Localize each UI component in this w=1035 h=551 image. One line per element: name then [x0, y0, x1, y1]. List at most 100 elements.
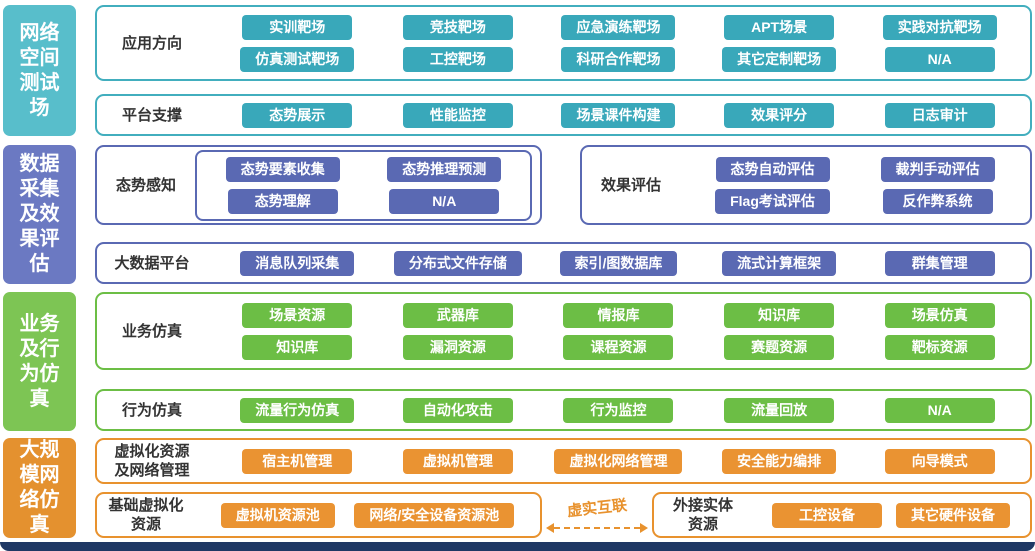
- node-grid: 工控设备 其它硬件设备: [752, 502, 1030, 528]
- diagram-node: 实训靶场: [242, 14, 353, 40]
- diagram-node: 态势要素收集: [225, 156, 340, 182]
- diagram-node: 虚拟机管理: [402, 448, 513, 474]
- diagram-node: 场景仿真: [884, 302, 995, 328]
- section-label: 行为仿真: [121, 401, 182, 419]
- diagram-node: 自动化攻击: [402, 397, 513, 423]
- diagram-node: 场景资源: [242, 302, 353, 328]
- section-external-physical-resources: 外接实体 资源 工控设备 其它硬件设备: [652, 492, 1032, 538]
- section-application-direction: 应用方向 实训靶场 竞技靶场 应急演练靶场 APT场景 实践对抗靶场 仿真测试靶…: [95, 5, 1032, 81]
- section-label: 效果评估: [600, 176, 661, 194]
- diagram-node: 态势自动评估: [715, 156, 830, 182]
- diagram-node: 流量回放: [724, 397, 835, 423]
- node-grid: 虚拟机资源池 网络/安全设备资源池: [195, 502, 540, 528]
- diagram-node: 宿主机管理: [242, 448, 353, 474]
- diagram-node: 流式计算框架: [722, 250, 837, 276]
- diagram-node: 性能监控: [402, 102, 513, 128]
- node-grid: 消息队列采集 分布式文件存储 索引/图数据库 流式计算框架 群集管理: [207, 246, 1030, 281]
- diagram-node: 其它定制靶场: [722, 46, 837, 72]
- section-label: 态势感知: [115, 176, 176, 194]
- band-label-large-scale-network-simulation: 大规 模网 络仿 真: [3, 438, 76, 538]
- band-content: 虚拟化资源 及网络管理 宿主机管理 虚拟机管理 虚拟化网络管理 安全能力编排 向…: [95, 438, 1032, 538]
- arrowhead-left-icon: [546, 523, 554, 533]
- diagram-node: 态势推理预测: [387, 156, 502, 182]
- diagram-node: Flag考试评估: [715, 188, 830, 214]
- section-platform-support: 平台支撑 态势展示 性能监控 场景课件构建 效果评分 日志审计: [95, 94, 1032, 136]
- diagram-node: 情报库: [563, 302, 674, 328]
- dashed-line: [554, 527, 640, 529]
- diagram-node: 群集管理: [884, 250, 995, 276]
- band-label-data-collection-evaluation: 数据 采集 及效 果评 估: [3, 145, 76, 284]
- diagram-node: 知识库: [242, 334, 353, 360]
- band-large-scale-network-simulation: 大规 模网 络仿 真 虚拟化资源 及网络管理 宿主机管理 虚拟机管理 虚拟化网络…: [3, 438, 1032, 538]
- diagram-node: 虚拟机资源池: [220, 502, 335, 528]
- diagram-node: 赛题资源: [724, 334, 835, 360]
- section-label: 应用方向: [121, 34, 182, 52]
- diagram-node: 漏洞资源: [402, 334, 513, 360]
- band-content: 应用方向 实训靶场 竞技靶场 应急演练靶场 APT场景 实践对抗靶场 仿真测试靶…: [95, 5, 1032, 136]
- diagram-node: 安全能力编排: [722, 448, 837, 474]
- section-bigdata-platform: 大数据平台 消息队列采集 分布式文件存储 索引/图数据库 流式计算框架 群集管理: [95, 242, 1032, 284]
- diagram-node: 态势理解: [227, 188, 338, 214]
- diagram-node: 科研合作靶场: [561, 46, 676, 72]
- diagram-node: 虚拟化网络管理: [554, 448, 683, 474]
- diagram-node: 仿真测试靶场: [240, 46, 355, 72]
- diagram-node: 分布式文件存储: [393, 250, 522, 276]
- diagram-node: 裁判手动评估: [880, 156, 995, 182]
- virtual-physical-link: 虚实互联: [542, 492, 652, 538]
- band-data-collection-evaluation: 数据 采集 及效 果评 估 态势感知 态势要素收集 态势推理预测 态势理解 N/…: [3, 145, 1032, 284]
- inner-node-grid: 态势要素收集 态势推理预测 态势理解 N/A: [195, 149, 532, 221]
- diagram-node: N/A: [389, 188, 500, 214]
- bottom-row: 基础虚拟化 资源 虚拟机资源池 网络/安全设备资源池 虚实互联 外接实体: [95, 492, 1032, 538]
- diagram-node: 行为监控: [563, 397, 674, 423]
- band-content: 态势感知 态势要素收集 态势推理预测 态势理解 N/A 效果评估 态势自动评估 …: [95, 145, 1032, 284]
- node-grid: 实训靶场 竞技靶场 应急演练靶场 APT场景 实践对抗靶场 仿真测试靶场 工控靶…: [207, 10, 1030, 77]
- band-business-behavior-simulation: 业务 及行 为仿 真 业务仿真 场景资源 武器库 情报库 知识库 场景仿真 知识…: [3, 292, 1032, 431]
- diagram-node: 索引/图数据库: [559, 250, 678, 276]
- band-content: 业务仿真 场景资源 武器库 情报库 知识库 场景仿真 知识库 漏洞资源 课程资源…: [95, 292, 1032, 431]
- node-grid: 场景资源 武器库 情报库 知识库 场景仿真 知识库 漏洞资源 课程资源 赛题资源…: [207, 298, 1030, 365]
- diagram-node: 课程资源: [563, 334, 674, 360]
- diagram-node: 网络/安全设备资源池: [354, 502, 515, 528]
- node-grid: 态势自动评估 裁判手动评估 Flag考试评估 反作弊系统: [680, 152, 1030, 219]
- diagram-node: 流量行为仿真: [240, 397, 355, 423]
- section-virtualization-management: 虚拟化资源 及网络管理 宿主机管理 虚拟机管理 虚拟化网络管理 安全能力编排 向…: [95, 438, 1032, 484]
- diagram-node: 应急演练靶场: [561, 14, 676, 40]
- node-grid: 流量行为仿真 自动化攻击 行为监控 流量回放 N/A: [207, 393, 1030, 428]
- diagram-node: 效果评分: [724, 102, 835, 128]
- double-arrow-icon: [546, 523, 648, 533]
- diagram-node: N/A: [884, 397, 995, 423]
- section-label: 外接实体 资源: [672, 497, 733, 533]
- arrowhead-right-icon: [640, 523, 648, 533]
- diagram-node: 场景课件构建: [561, 102, 676, 128]
- diagram-node: 武器库: [402, 302, 513, 328]
- section-label: 基础虚拟化 资源: [108, 497, 184, 533]
- diagram-node: 工控靶场: [402, 46, 513, 72]
- section-label: 业务仿真: [121, 322, 182, 340]
- band-label-business-behavior-simulation: 业务 及行 为仿 真: [3, 292, 76, 431]
- diagram-node: N/A: [884, 46, 995, 72]
- section-base-virtual-resources: 基础虚拟化 资源 虚拟机资源池 网络/安全设备资源池: [95, 492, 542, 538]
- virtual-physical-link-label: 虚实互联: [566, 496, 628, 521]
- section-effect-evaluation: 效果评估 态势自动评估 裁判手动评估 Flag考试评估 反作弊系统: [580, 145, 1032, 225]
- diagram-node: 态势展示: [242, 102, 353, 128]
- band-cyberspace-test-range: 网络 空间 测试 场 应用方向 实训靶场 竞技靶场 应急演练靶场 APT场景 实…: [3, 5, 1032, 136]
- diagram-node: 靶标资源: [884, 334, 995, 360]
- section-label: 大数据平台: [114, 254, 190, 272]
- diagram-node: 其它硬件设备: [896, 502, 1010, 528]
- node-grid: 态势展示 性能监控 场景课件构建 效果评分 日志审计: [207, 98, 1030, 133]
- diagram-node: 工控设备: [772, 502, 882, 528]
- diagram-node: 日志审计: [884, 102, 995, 128]
- diagram-node: 消息队列采集: [240, 250, 355, 276]
- section-behavior-simulation: 行为仿真 流量行为仿真 自动化攻击 行为监控 流量回放 N/A: [95, 389, 1032, 431]
- diagram-node: 向导模式: [884, 448, 995, 474]
- section-situation-awareness: 态势感知 态势要素收集 态势推理预测 态势理解 N/A: [95, 145, 542, 225]
- diagram-node: 竞技靶场: [402, 14, 513, 40]
- diagram-node: 实践对抗靶场: [882, 14, 997, 40]
- split-row: 态势感知 态势要素收集 态势推理预测 态势理解 N/A 效果评估 态势自动评估 …: [95, 145, 1032, 225]
- diagram-node: 反作弊系统: [882, 188, 993, 214]
- section-business-simulation: 业务仿真 场景资源 武器库 情报库 知识库 场景仿真 知识库 漏洞资源 课程资源…: [95, 292, 1032, 370]
- section-label: 平台支撑: [121, 106, 182, 124]
- footer-bar: [0, 542, 1035, 551]
- node-grid: 宿主机管理 虚拟机管理 虚拟化网络管理 安全能力编排 向导模式: [207, 444, 1030, 479]
